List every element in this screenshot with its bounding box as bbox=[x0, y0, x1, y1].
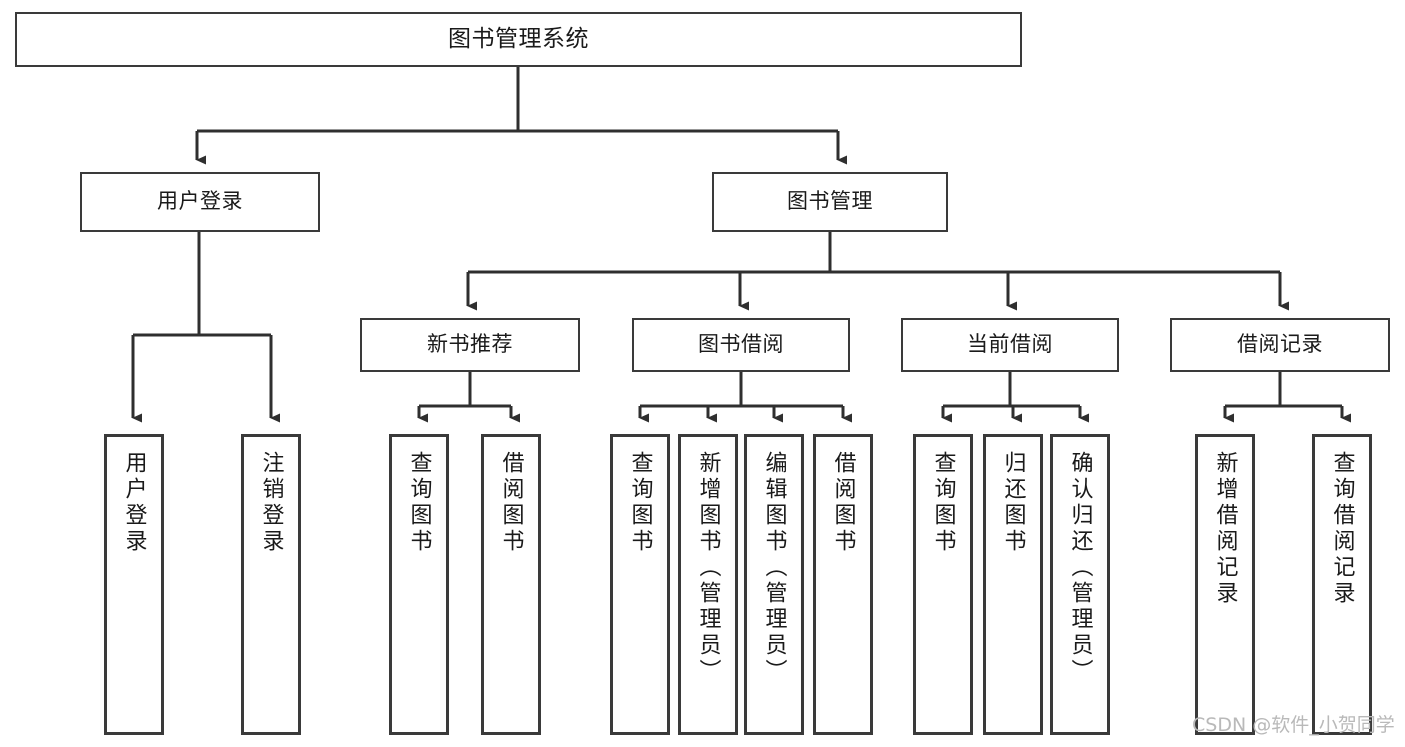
csdn-watermark: CSDN @软件_小贺同学 bbox=[1192, 714, 1395, 736]
node-label: 当前借阅 bbox=[967, 332, 1053, 357]
node-root-system[interactable]: 图书管理系统 bbox=[15, 12, 1022, 67]
node-book-management[interactable]: 图书管理 bbox=[712, 172, 948, 232]
node-label: 图书管理 bbox=[787, 189, 873, 214]
node-label: 借阅记录 bbox=[1237, 332, 1323, 357]
node-label: 用户登录 bbox=[121, 451, 147, 555]
leaf-current-return-book[interactable]: 归还图书 bbox=[983, 434, 1043, 735]
leaf-record-query-record[interactable]: 查询借阅记录 bbox=[1312, 434, 1372, 735]
node-current-borrow[interactable]: 当前借阅 bbox=[901, 318, 1119, 372]
leaf-record-add-record[interactable]: 新增借阅记录 bbox=[1195, 434, 1255, 735]
leaf-current-confirm-return-admin[interactable]: 确认归还（管理员） bbox=[1050, 434, 1110, 735]
node-label: 归还图书 bbox=[1000, 451, 1026, 555]
leaf-user-login-login[interactable]: 用户登录 bbox=[104, 434, 164, 735]
leaf-borrow-query-book[interactable]: 查询图书 bbox=[610, 434, 670, 735]
leaf-borrow-add-book-admin[interactable]: 新增图书（管理员） bbox=[678, 434, 738, 735]
node-label: 注销登录 bbox=[258, 451, 284, 555]
leaf-user-login-logout[interactable]: 注销登录 bbox=[241, 434, 301, 735]
node-label: 图书借阅 bbox=[698, 332, 784, 357]
node-label: 查询图书 bbox=[930, 451, 956, 555]
leaf-current-query-book[interactable]: 查询图书 bbox=[913, 434, 973, 735]
node-label: 借阅图书 bbox=[830, 451, 856, 555]
node-label: 用户登录 bbox=[157, 189, 243, 214]
node-label: 查询借阅记录 bbox=[1329, 451, 1355, 607]
node-label: 确认归还（管理员） bbox=[1067, 451, 1093, 685]
node-user-login[interactable]: 用户登录 bbox=[80, 172, 320, 232]
node-label: 新增借阅记录 bbox=[1212, 451, 1238, 607]
node-new-book-recommend[interactable]: 新书推荐 bbox=[360, 318, 580, 372]
node-book-borrow[interactable]: 图书借阅 bbox=[632, 318, 850, 372]
node-label: 图书管理系统 bbox=[448, 26, 589, 53]
leaf-recommend-query-book[interactable]: 查询图书 bbox=[389, 434, 449, 735]
node-borrow-record[interactable]: 借阅记录 bbox=[1170, 318, 1390, 372]
leaf-borrow-edit-book-admin[interactable]: 编辑图书（管理员） bbox=[744, 434, 804, 735]
leaf-borrow-borrow-book[interactable]: 借阅图书 bbox=[813, 434, 873, 735]
node-label: 编辑图书（管理员） bbox=[761, 451, 787, 685]
node-label: 查询图书 bbox=[627, 451, 653, 555]
node-label: 查询图书 bbox=[406, 451, 432, 555]
leaf-recommend-borrow-book[interactable]: 借阅图书 bbox=[481, 434, 541, 735]
node-label: 新增图书（管理员） bbox=[695, 451, 721, 685]
node-label: 新书推荐 bbox=[427, 332, 513, 357]
node-label: 借阅图书 bbox=[498, 451, 524, 555]
